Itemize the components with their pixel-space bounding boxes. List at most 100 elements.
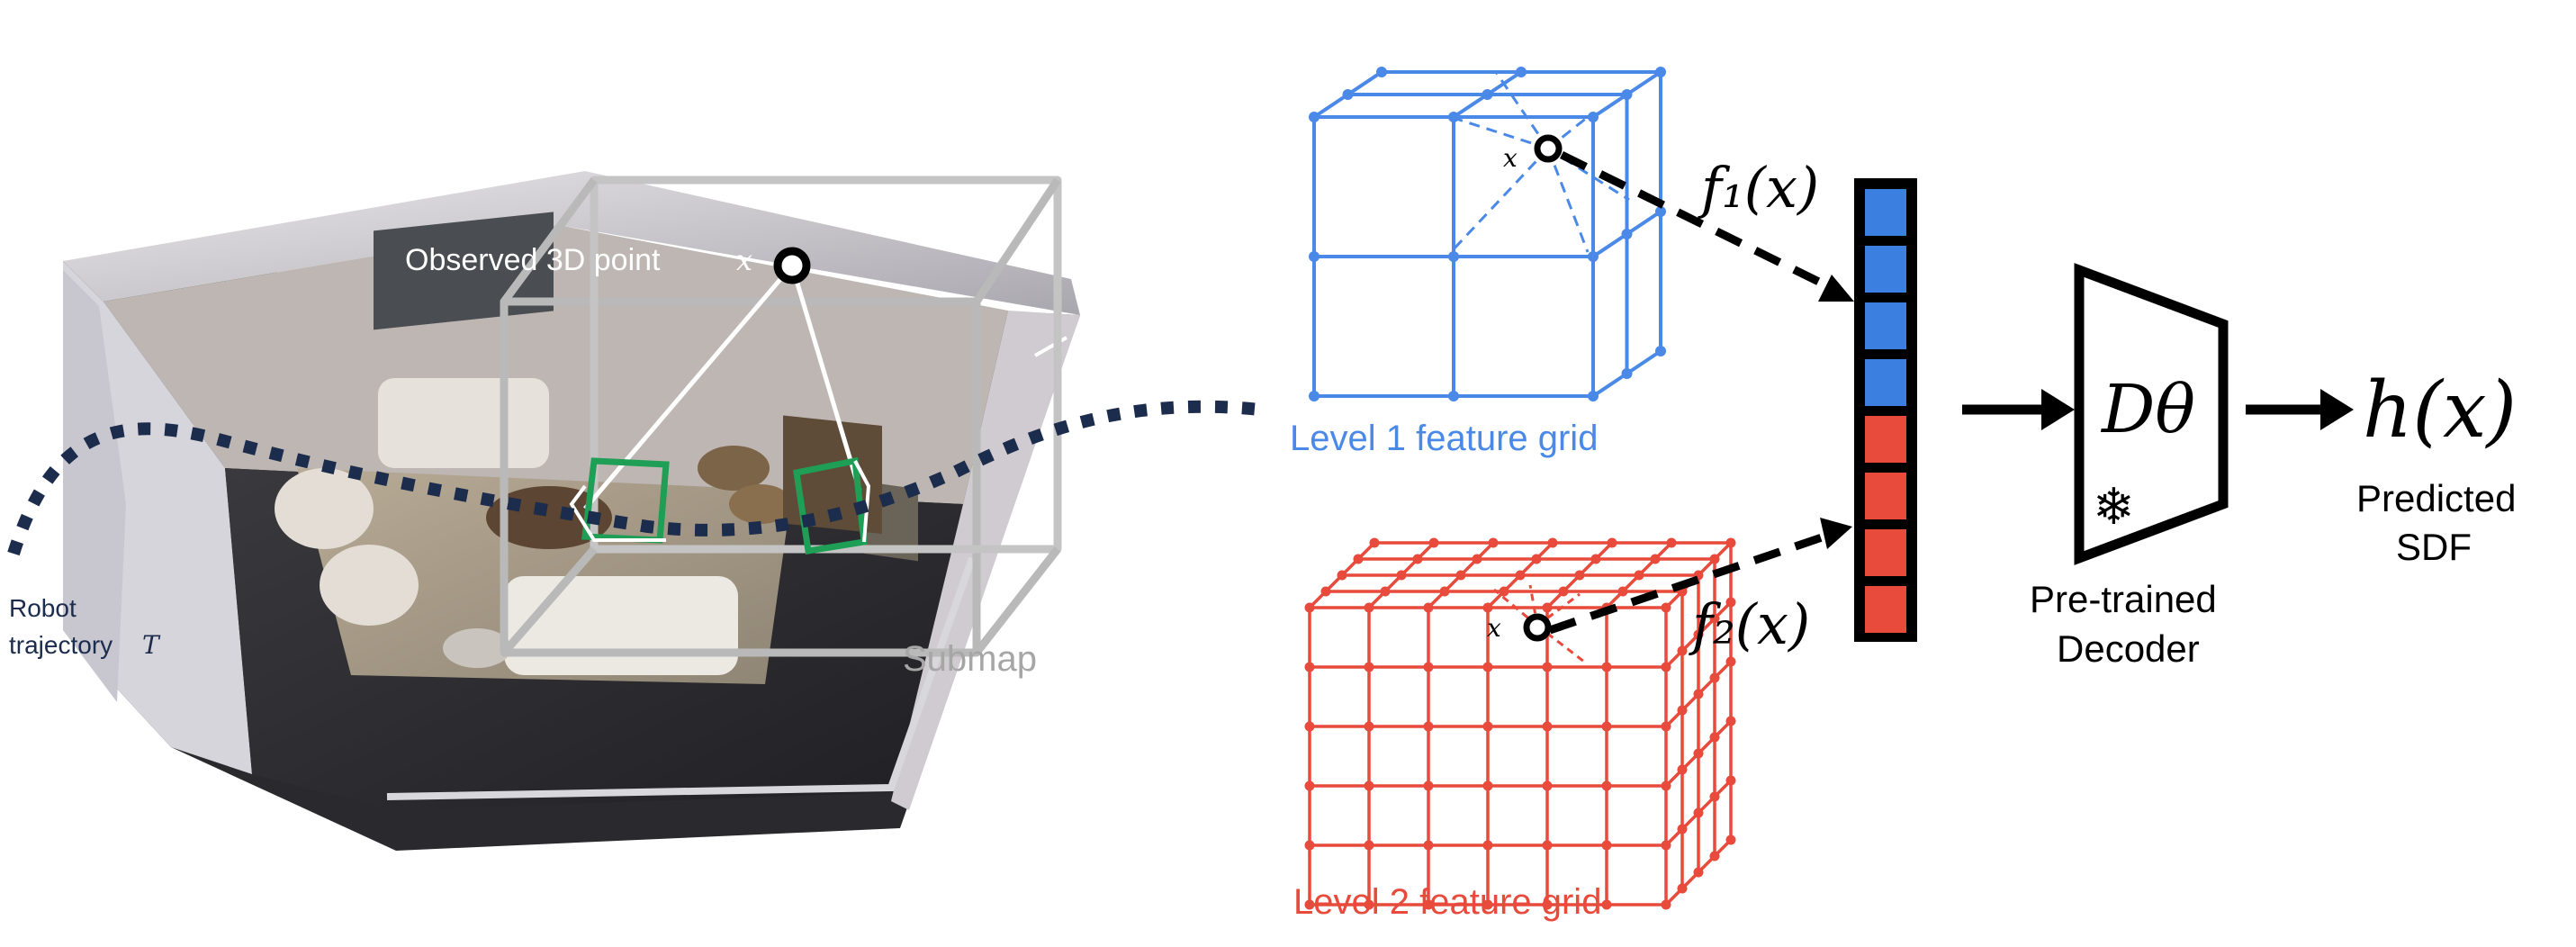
level1-query-point — [1534, 134, 1563, 163]
level2-grid-node — [1531, 554, 1542, 564]
feature-cell-level1 — [1865, 302, 1906, 349]
level2-grid-node — [1364, 840, 1374, 851]
level2-grid-node — [1364, 662, 1374, 672]
f2-label: f₂(x) — [1689, 591, 1810, 657]
observed-point-label: Observed 3D point — [405, 243, 661, 277]
level2-grid-node — [1423, 602, 1434, 613]
level2-grid-node — [1661, 721, 1671, 732]
level2-grid-node — [1725, 597, 1736, 608]
sofa-front — [504, 576, 738, 675]
level2-grid-node — [1364, 780, 1374, 791]
output-symbol: h(x) — [2363, 365, 2517, 455]
level1-grid-label: Level 1 feature grid — [1290, 419, 1598, 458]
level2-grid-node — [1542, 662, 1553, 672]
feature-cell-level2 — [1865, 529, 1906, 576]
level2-grid-node — [1304, 602, 1315, 613]
level2-grid-node — [1423, 840, 1434, 851]
f1-label: f₁(x) — [1698, 155, 1819, 221]
level2-grid-node — [1601, 899, 1612, 910]
decoder-label-line1: Pre-trained — [2030, 578, 2217, 620]
side-table — [443, 628, 511, 668]
level1-grid-node — [1588, 112, 1599, 122]
level2-grid-node — [1634, 570, 1644, 581]
level2-grid-node — [1542, 840, 1553, 851]
level2-grid-node — [1542, 602, 1553, 613]
level2-grid-node — [1412, 554, 1423, 564]
f1-arrowhead — [1818, 275, 1854, 302]
level2-grid-node — [1304, 840, 1315, 851]
level2-grid-node — [1725, 775, 1736, 786]
level2-grid-node — [1482, 721, 1493, 732]
level1-grid-node — [1655, 206, 1666, 217]
level1-grid-node — [1448, 251, 1459, 262]
trajectory-label-line1: Robot — [9, 594, 77, 622]
level2-grid-node — [1601, 721, 1612, 732]
level1-grid — [1312, 70, 1662, 398]
level2-grid-node — [1661, 780, 1671, 791]
level2-grid-node — [1725, 537, 1736, 548]
level2-grid-node — [1617, 586, 1628, 597]
feature-cell-level2 — [1865, 416, 1906, 463]
feature-cell-level2 — [1865, 473, 1906, 519]
level2-grid-node — [1677, 824, 1688, 834]
level2-query-point — [1523, 613, 1552, 642]
level1-grid-node — [1588, 391, 1599, 401]
level1-grid-node — [1309, 251, 1320, 262]
level2-grid-node — [1725, 656, 1736, 667]
level2-grid-node — [1380, 586, 1391, 597]
level1-grid-node — [1588, 251, 1599, 262]
level2-grid-node — [1709, 554, 1720, 564]
ottoman-2 — [729, 484, 792, 524]
level2-grid-node — [1693, 629, 1704, 640]
level2-grid-node — [1709, 791, 1720, 802]
level2-grid-node — [1364, 602, 1374, 613]
trajectory-var: T — [142, 630, 161, 660]
level2-grid-node — [1693, 867, 1704, 878]
back-wall — [63, 171, 1080, 315]
level2-grid-node — [1542, 899, 1553, 910]
level2-grid-node — [1304, 721, 1315, 732]
level2-grid-node — [1709, 732, 1720, 743]
level2-grid-node — [1666, 537, 1677, 548]
level2-grid-node — [1693, 748, 1704, 759]
level2-grid-node — [1661, 899, 1671, 910]
level2-grid-node — [1661, 662, 1671, 672]
level1-grid-node — [1482, 89, 1493, 100]
level2-grid-node — [1661, 602, 1671, 613]
level1-grid-node — [1655, 67, 1666, 77]
level2-grid-node — [1482, 899, 1493, 910]
level2-grid-node — [1601, 780, 1612, 791]
level2-grid-node — [1725, 834, 1736, 845]
level2-grid-node — [1547, 537, 1558, 548]
feature-cell-level1 — [1865, 189, 1906, 236]
robot-trajectory — [7, 400, 1261, 556]
decoder-label-line2: Decoder — [2057, 627, 2200, 670]
decoder-block — [2074, 263, 2229, 565]
level1-grid-nodes — [1309, 67, 1666, 401]
level2-grid-node — [1337, 570, 1347, 581]
level2-grid-node — [1423, 721, 1434, 732]
level2-grid-node — [1709, 672, 1720, 683]
level2-grid-node — [1482, 840, 1493, 851]
level2-grid-node — [1677, 705, 1688, 716]
feature-vector — [1854, 178, 1917, 642]
level2-grid-node — [1693, 807, 1704, 818]
level2-grid-node — [1488, 537, 1499, 548]
feature-cell-level1 — [1865, 359, 1906, 406]
left-wall-shade — [63, 270, 126, 702]
submap-label: Submap — [903, 639, 1037, 679]
level2-grid-node — [1725, 716, 1736, 726]
level1-grid-node — [1516, 67, 1527, 77]
back-wall-inner — [104, 225, 1008, 504]
f2-arrowhead — [1820, 518, 1852, 549]
level2-grid-node — [1709, 851, 1720, 861]
level2-grid-node — [1428, 537, 1439, 548]
observed-point-var: x — [736, 243, 752, 277]
level2-grid-node — [1515, 570, 1526, 581]
feature-cell-level1 — [1865, 246, 1906, 293]
level2-grid-node — [1304, 899, 1315, 910]
level2-grid-node — [1304, 780, 1315, 791]
level2-grid-node — [1353, 554, 1364, 564]
level2-grid-node — [1542, 780, 1553, 791]
snowflake-icon: ❄ — [2093, 478, 2135, 537]
